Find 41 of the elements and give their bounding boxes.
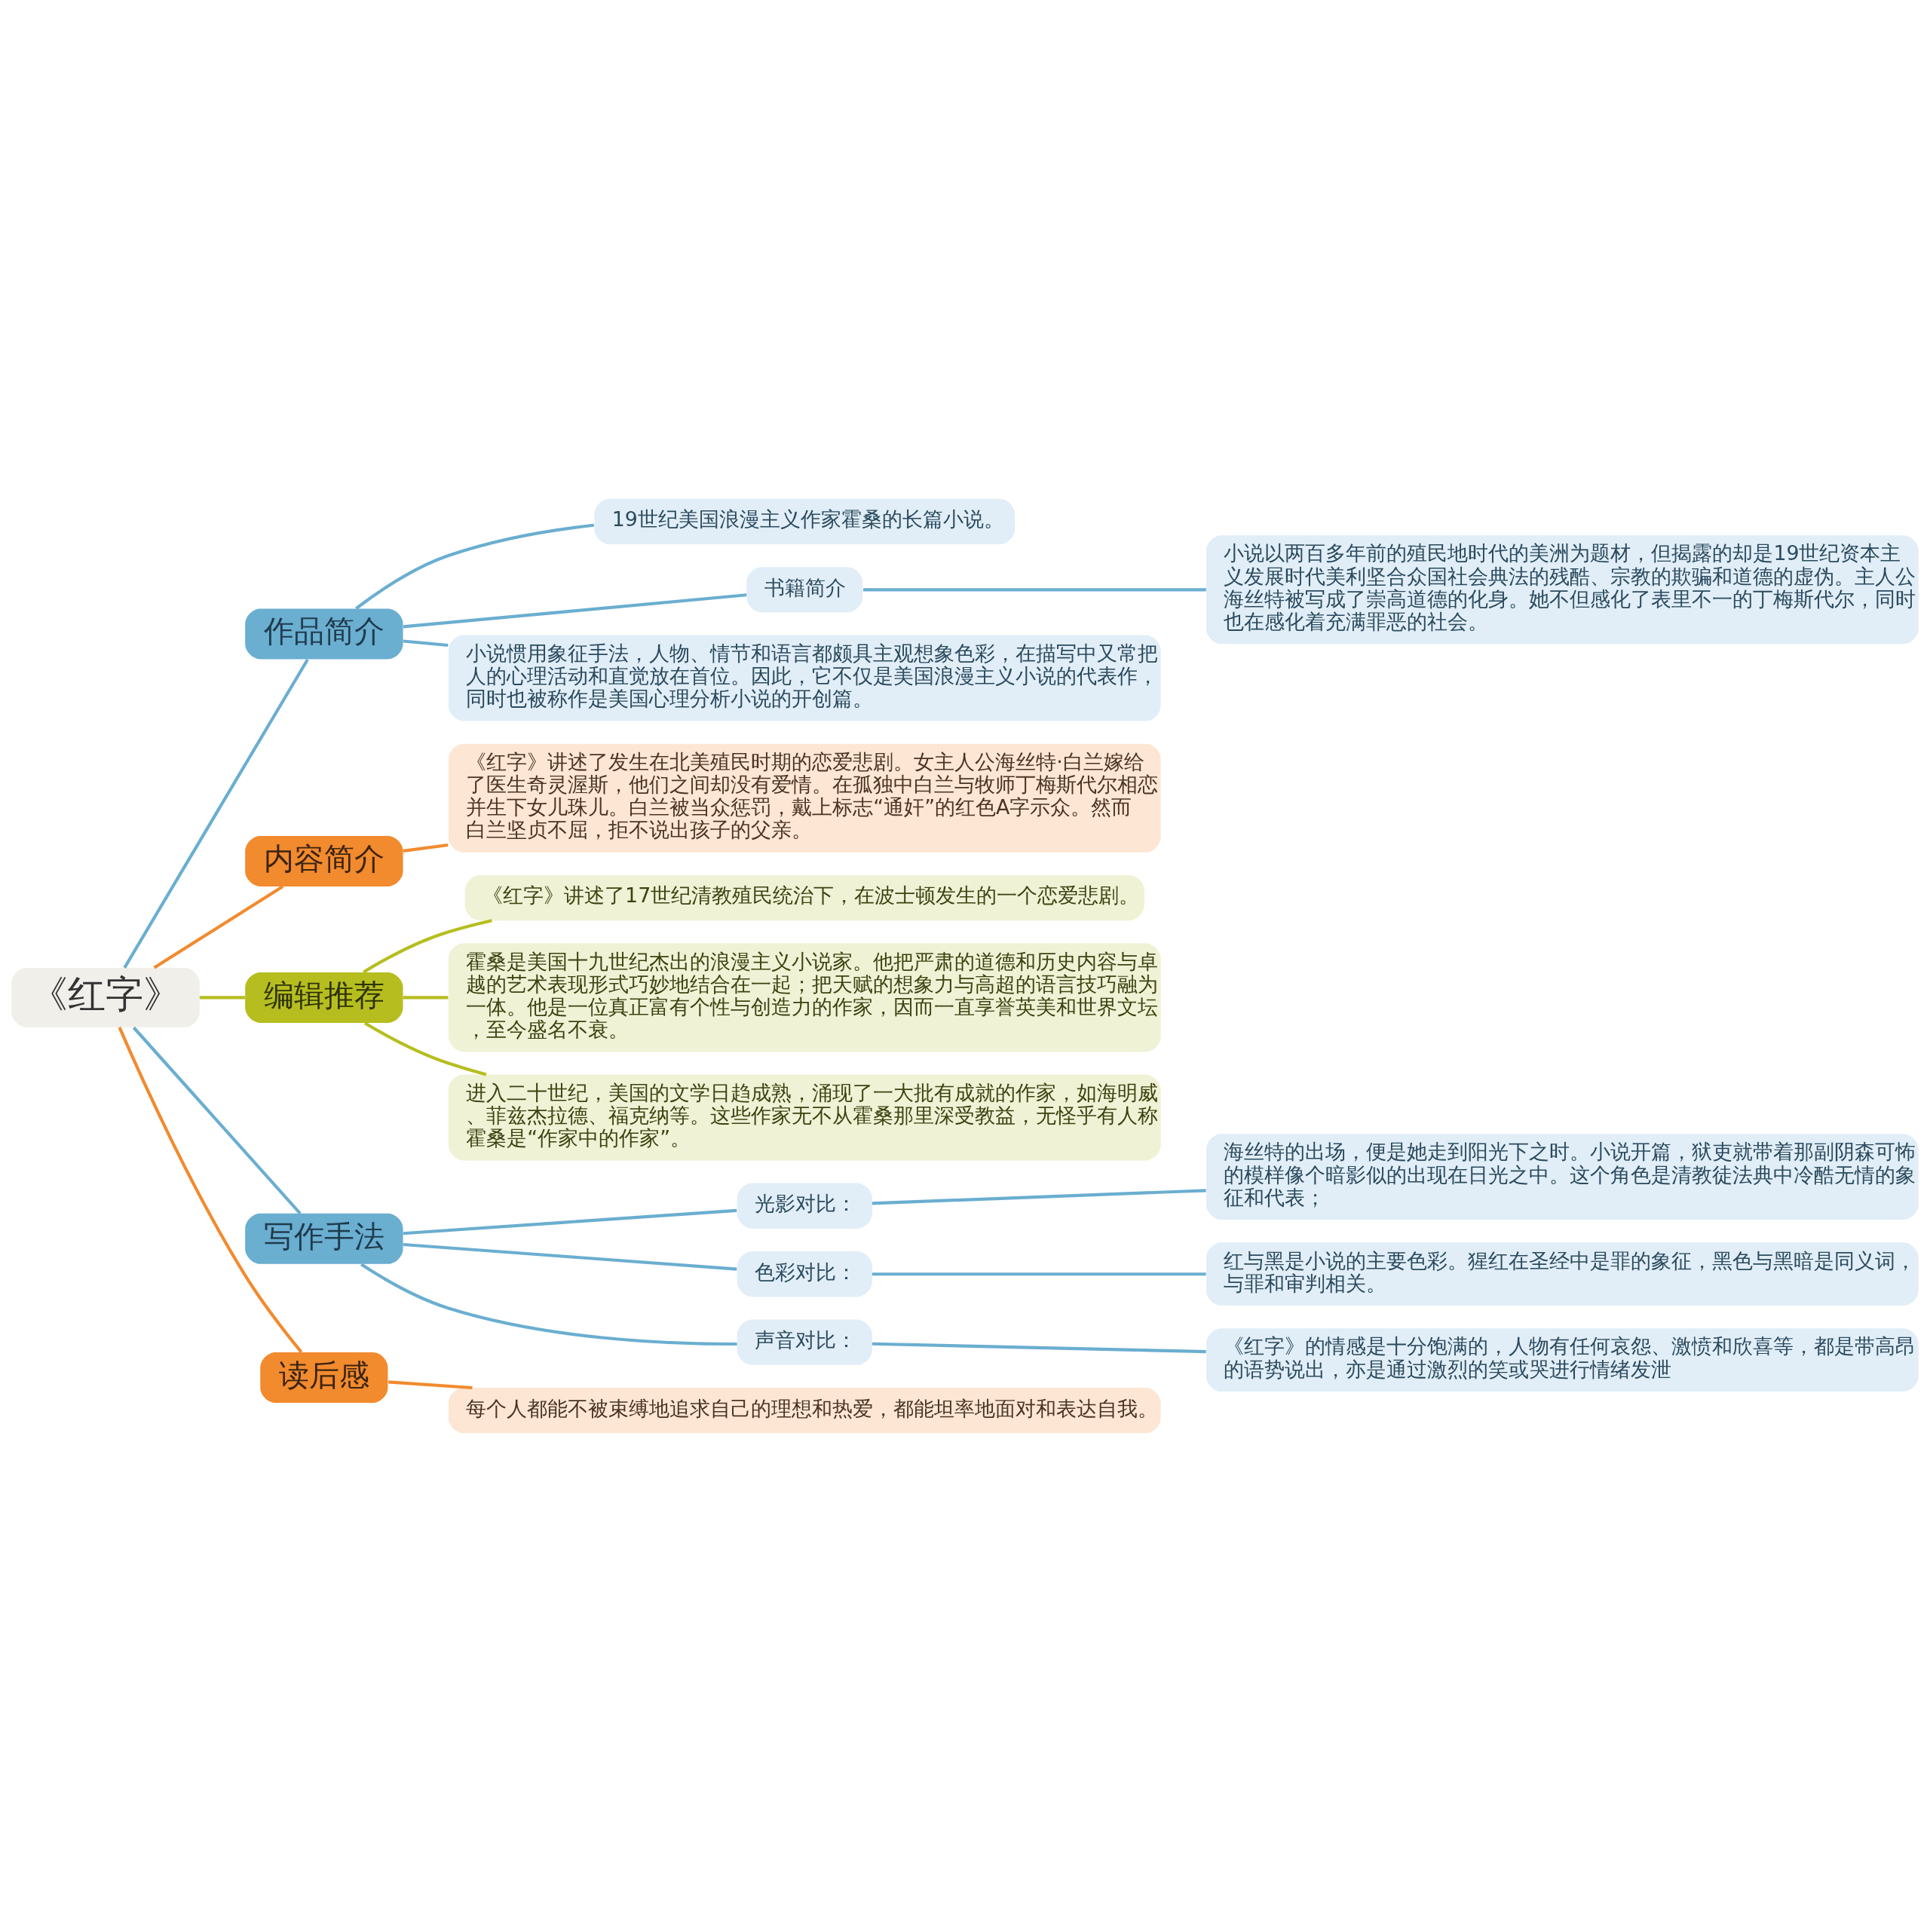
node-box: 《红字》讲述了17世纪清教殖民统治下，在波士顿发生的一个恋爱悲剧。 bbox=[464, 874, 1144, 921]
connector bbox=[153, 885, 284, 969]
node-box: 小说以两百多年前的殖民地时代的美洲为题材，但揭露的却是19世纪资本主义发展时代美利坚合众国社会典法的残酷、宗教的欺骗和道德的虚伪。主人公海丝特被写成了崇高道德的化身。她不但感化了表里不一的丁梅斯代尔，同时也在感化着充满罪恶的社会。 bbox=[1205, 535, 1919, 645]
connector bbox=[355, 523, 595, 610]
connector bbox=[403, 996, 449, 1000]
connector bbox=[403, 639, 449, 648]
connector bbox=[363, 919, 492, 974]
node-box: 每个人都能不被束缚地追求自己的理想和热爱，都能坦率地面对和表达自我。 bbox=[448, 1388, 1161, 1434]
connector bbox=[863, 588, 1206, 592]
connector bbox=[363, 1021, 487, 1076]
connector bbox=[872, 1189, 1206, 1205]
node-box: 写作手法 bbox=[245, 1213, 403, 1264]
node-box: 进入二十世纪，美国的文学日趋成熟，涌现了一大批有成就的作家，如海明威、菲兹杰拉德、福克纳等。这些作家无不从霍桑那里深受教益，无怪乎有人称霍桑是“作家中的作家”。 bbox=[448, 1074, 1161, 1161]
connector bbox=[360, 1263, 737, 1346]
connector bbox=[403, 1208, 737, 1235]
node-box: 小说惯用象征手法，人物、情节和语言都颇具主观想象色彩，在描写中又常把人的心理活动和直觉放在首位。因此，它不仅是美国浪漫主义小说的代表作，同时也被称作是美国心理分析小说的开创篇。 bbox=[448, 635, 1161, 721]
node-box: 《红字》讲述了发生在北美殖民时期的恋爱悲剧。女主人公海丝特·白兰嫁给了医生奇灵渥斯，他们之间却没有爱情。在孤独中白兰与牧师丁梅斯代尔相恋并生下女儿珠儿。白兰被当众惩罚，戴上标志“通奸”的红色A字示众。然而白兰坚贞不屈，拒不说出孩子的父亲。 bbox=[448, 743, 1161, 853]
node-box: 红与黑是小说的主要色彩。猩红在圣经中是罪的象征，黑色与黑暗是同义词，与罪和审判相关。 bbox=[1205, 1242, 1919, 1306]
node-box: 19世纪美国浪漫主义作家霍桑的长篇小说。 bbox=[594, 498, 1016, 544]
node-box: 内容简介 bbox=[245, 835, 403, 886]
connector bbox=[403, 1242, 737, 1271]
node-box: 《红字》的情感是十分饱满的，人物有任何哀怨、激愤和欣喜等，都是带高昂的语势说出，亦是通过激烈的笑或哭进行情绪发泄 bbox=[1205, 1328, 1919, 1392]
node-box: 色彩对比： bbox=[737, 1251, 872, 1297]
node-box: 作品简介 bbox=[245, 608, 403, 660]
node-box: 霍桑是美国十九世纪杰出的浪漫主义小说家。他把严肃的道德和历史内容与卓越的艺术表现形式巧妙地结合在一起；把天赋的想象力与高超的语言技巧融为一体。他是一位真正富有个性与创造力的作家，因而一直享誉英美和世界文坛，至今盛名不衰。 bbox=[448, 943, 1161, 1052]
connector bbox=[388, 1380, 473, 1390]
node-box: 《红字》 bbox=[11, 968, 200, 1027]
node-box: 编辑推荐 bbox=[245, 972, 403, 1023]
connector bbox=[199, 996, 245, 1000]
connector bbox=[118, 1027, 303, 1354]
node-box: 读后感 bbox=[260, 1352, 388, 1404]
connector bbox=[123, 659, 309, 969]
connector bbox=[872, 1272, 1206, 1276]
connector bbox=[403, 843, 449, 853]
connector bbox=[132, 1026, 302, 1215]
node-box: 书籍简介 bbox=[746, 567, 863, 613]
connector bbox=[403, 593, 747, 629]
node-box: 海丝特的出场，便是她走到阳光下之时。小说开篇，狱吏就带着那副阴森可怖的模样像个暗影似的出现在日光之中。这个角色是清教徒法典中冷酷无情的象征和代表； bbox=[1205, 1134, 1919, 1220]
node-box: 光影对比： bbox=[737, 1183, 872, 1229]
connector bbox=[872, 1342, 1206, 1354]
node-box: 声音对比： bbox=[737, 1319, 872, 1365]
